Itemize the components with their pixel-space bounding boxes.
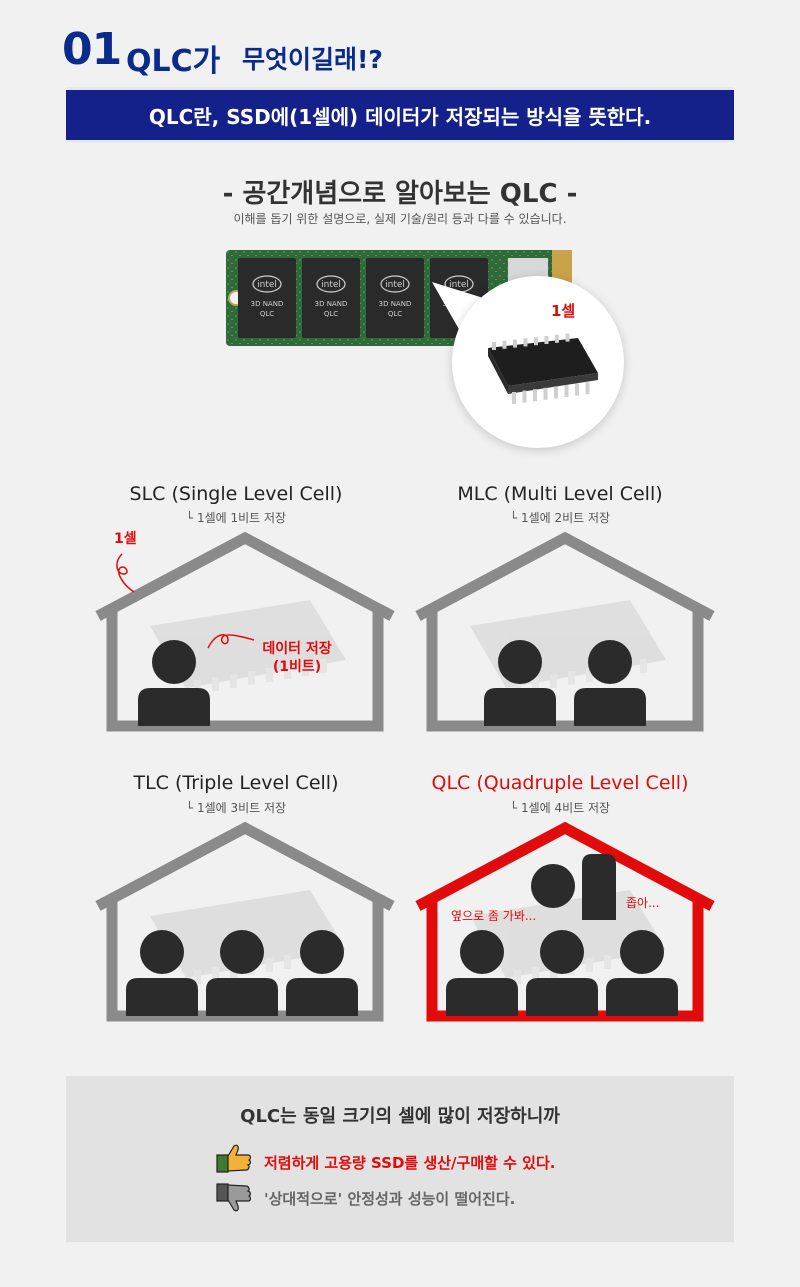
chip-pin (565, 333, 570, 342)
tlc-title: TLC (Triple Level Cell) (133, 772, 339, 794)
person-icon (606, 930, 678, 1016)
chip-label: intel (321, 280, 341, 290)
squiggle-arrow-icon (116, 553, 135, 593)
chip-label: intel (385, 280, 405, 290)
slc-data-annotation: 데이터 저장 (1비트) (252, 640, 342, 676)
slc-subtitle: └ 1셀에 1비트 저장 (185, 511, 287, 525)
person-icon (574, 640, 646, 726)
tlc-subtitle: └ 1셀에 3비트 저장 (185, 801, 287, 815)
chip-label: intel (257, 280, 277, 290)
mlc-subtitle: └ 1셀에 2비트 저장 (509, 511, 611, 525)
banner-text: QLC란, SSD에(1셀에) 데이터가 저장되는 방식을 뜻한다. (148, 104, 652, 129)
chip-pin (544, 336, 549, 344)
cell-label: 1셀 (551, 302, 576, 320)
summary-con: '상대적으로' 안정성과 성능이 떨어진다. (264, 1190, 516, 1208)
chip-label: 3D NAND (379, 300, 412, 308)
qlc-bubble-left: 옆으로 좀 가봐... (451, 909, 537, 923)
chip-pin (533, 389, 537, 402)
person-icon (526, 930, 598, 1016)
chip-pin (534, 337, 538, 346)
slc-title: SLC (Single Level Cell) (129, 483, 343, 505)
chip-pin (543, 387, 548, 400)
chip-pin (522, 390, 527, 403)
mlc-title: MLC (Multi Level Cell) (457, 483, 663, 505)
person-icon (286, 930, 358, 1016)
chip-pin (575, 383, 579, 396)
nand-chip: intel 3D NAND QLC (366, 258, 424, 338)
nand-chip: intel 3D NAND QLC (302, 258, 360, 338)
section-note: 이해를 돕기 위한 설명으로, 실제 기술/원리 등과 다를 수 있습니다. (233, 212, 567, 226)
tlc-house (95, 821, 395, 1022)
cell-chip-icon (150, 600, 346, 694)
page-title: QLC가 (126, 44, 221, 79)
chip-label: 3D NAND (315, 300, 348, 308)
qlc-bubble-right: 좁아... (626, 896, 660, 910)
chip-label: QLC (324, 310, 338, 318)
qlc-house (415, 821, 715, 1022)
chip-pin (585, 382, 590, 395)
summary-title: QLC는 동일 크기의 셀에 많이 저장하니까 (240, 1106, 560, 1127)
chip-label: 3D NAND (251, 300, 284, 308)
summary-pro: 저렴하게 고용량 SSD를 생산/구매할 수 있다. (264, 1154, 556, 1172)
house-roof (95, 821, 395, 911)
qlc-subtitle: └ 1셀에 4비트 저장 (509, 801, 611, 815)
person-icon (206, 930, 278, 1016)
chip-pin (492, 342, 496, 350)
person-icon (531, 854, 616, 920)
thumbs-up-icon (216, 1144, 251, 1173)
person-icon (126, 930, 198, 1016)
house-wall (426, 610, 704, 732)
house-roof (415, 821, 715, 911)
person-icon (446, 930, 518, 1016)
chip-pin (564, 385, 569, 397)
chip-pin (512, 392, 516, 404)
section-number: 01 (62, 24, 122, 75)
person-icon (138, 640, 210, 726)
house-wall (106, 610, 384, 732)
chip-pin (555, 334, 559, 343)
qlc-title: QLC (Quadruple Level Cell) (431, 772, 689, 794)
chip-pin (513, 339, 517, 348)
chip-pin (502, 340, 507, 349)
house-roof (95, 531, 395, 621)
chip-pin (554, 386, 558, 399)
slc-house (95, 531, 395, 732)
mlc-house (415, 531, 715, 732)
definition-banner: QLC란, SSD에(1셀에) 데이터가 저장되는 방식을 뜻한다. (66, 87, 734, 143)
person-icon (484, 640, 556, 726)
annotation-line: 데이터 저장 (262, 641, 332, 657)
chip-icon (488, 333, 598, 404)
chip-pin (523, 338, 528, 347)
chip-label: intel (449, 280, 469, 290)
annotation-line: (1비트) (272, 659, 322, 676)
squiggle-arrow-icon (207, 634, 255, 649)
chip-label: QLC (260, 310, 274, 318)
thumbs-down-icon (216, 1183, 251, 1212)
chip-label: QLC (388, 310, 402, 318)
section-title: - 공간개념으로 알아보는 QLC - (222, 179, 578, 209)
summary-box (66, 1076, 734, 1242)
cell-chip-icon (470, 600, 666, 694)
nand-chip: intel 3D NAND QLC (238, 258, 296, 338)
house-roof (415, 531, 715, 621)
page-subtitle: 무엇이길래!? (242, 45, 383, 74)
slc-cell-annotation: 1셀 (114, 531, 137, 547)
